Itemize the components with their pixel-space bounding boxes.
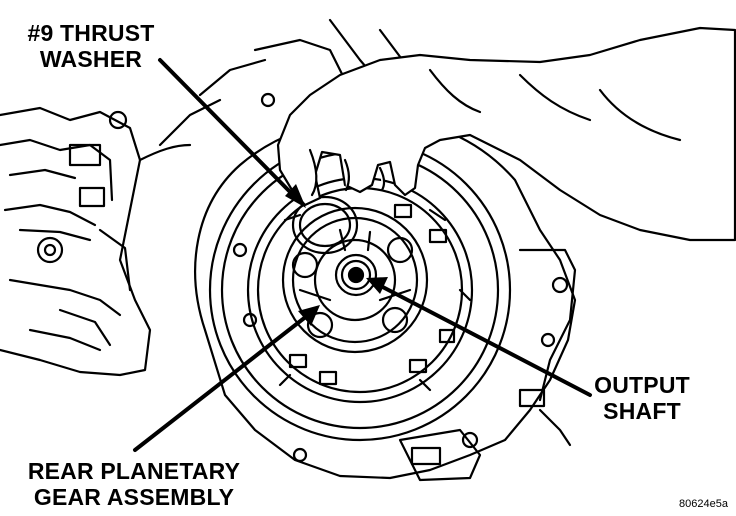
- leader-thrust-washer: [158, 58, 300, 202]
- output-shaft: [334, 253, 378, 297]
- case-flange: [194, 116, 577, 482]
- label-rear-planetary-line1: REAR PLANETARY: [27, 458, 241, 484]
- arrowhead-thrust-washer: [285, 184, 306, 208]
- leader-output-shaft: [373, 281, 592, 397]
- label-rear-planetary: REAR PLANETARY GEAR ASSEMBLY: [0, 458, 268, 510]
- arrowhead-output-shaft: [366, 277, 388, 294]
- label-output-shaft-line2: SHAFT: [603, 398, 681, 424]
- technician-hand: [276, 26, 736, 242]
- label-output-shaft-line1: OUTPUT: [594, 372, 690, 398]
- figure-id: 80624e5a: [679, 498, 728, 510]
- thrust-washer: [291, 195, 359, 255]
- transmission-case-left: [0, 106, 192, 377]
- label-thrust-washer-line2: WASHER: [39, 46, 143, 72]
- label-rear-planetary-line2: GEAR ASSEMBLY: [33, 484, 235, 510]
- label-output-shaft: OUTPUT SHAFT: [572, 372, 712, 424]
- leader-rear-planetary: [133, 310, 314, 452]
- leader-lines: [133, 58, 592, 452]
- label-thrust-washer-line1: #9 THRUST: [27, 20, 155, 46]
- label-thrust-washer: #9 THRUST WASHER: [6, 20, 176, 72]
- arrowhead-rear-planetary: [298, 305, 320, 326]
